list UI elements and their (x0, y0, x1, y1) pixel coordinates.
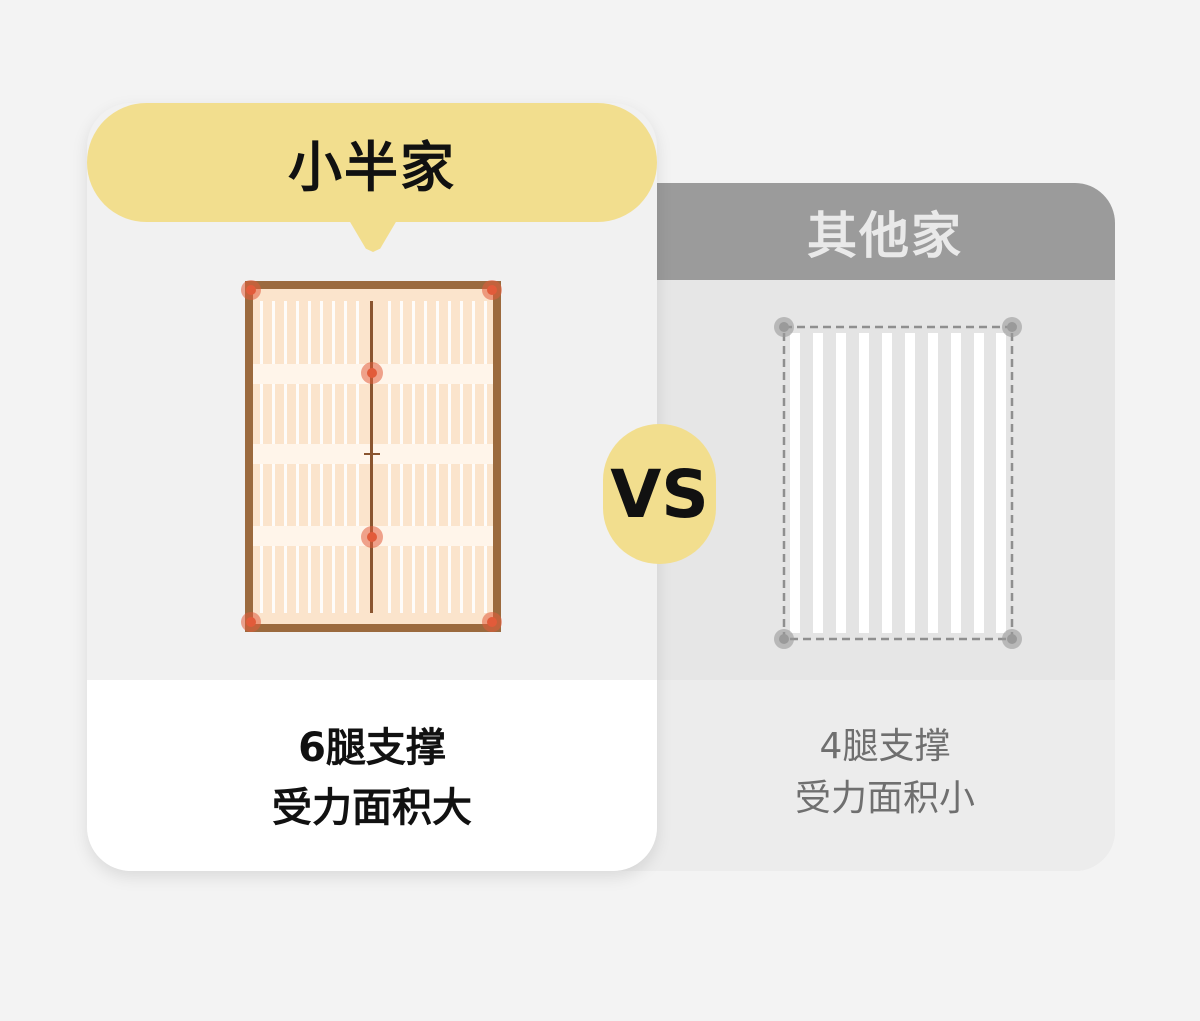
brand-footer (87, 680, 657, 871)
versus-badge: VS (603, 424, 716, 564)
brand-legs-text: 6腿支撑 (298, 725, 446, 771)
competitor-description: 4腿支撑 受力面积小 (655, 721, 1115, 825)
competitor-legs-text: 4腿支撑 (819, 726, 951, 767)
bed-frame-four-legs-icon (774, 317, 1022, 649)
competitor-label: 其他家 (807, 206, 963, 265)
brand-label: 小半家 (87, 103, 657, 222)
brand-area-text: 受力面积大 (272, 785, 472, 831)
brand-description: 6腿支撑 受力面积大 (87, 718, 657, 838)
bed-frame-six-legs-icon (241, 280, 502, 632)
competitor-area-text: 受力面积小 (794, 778, 975, 819)
